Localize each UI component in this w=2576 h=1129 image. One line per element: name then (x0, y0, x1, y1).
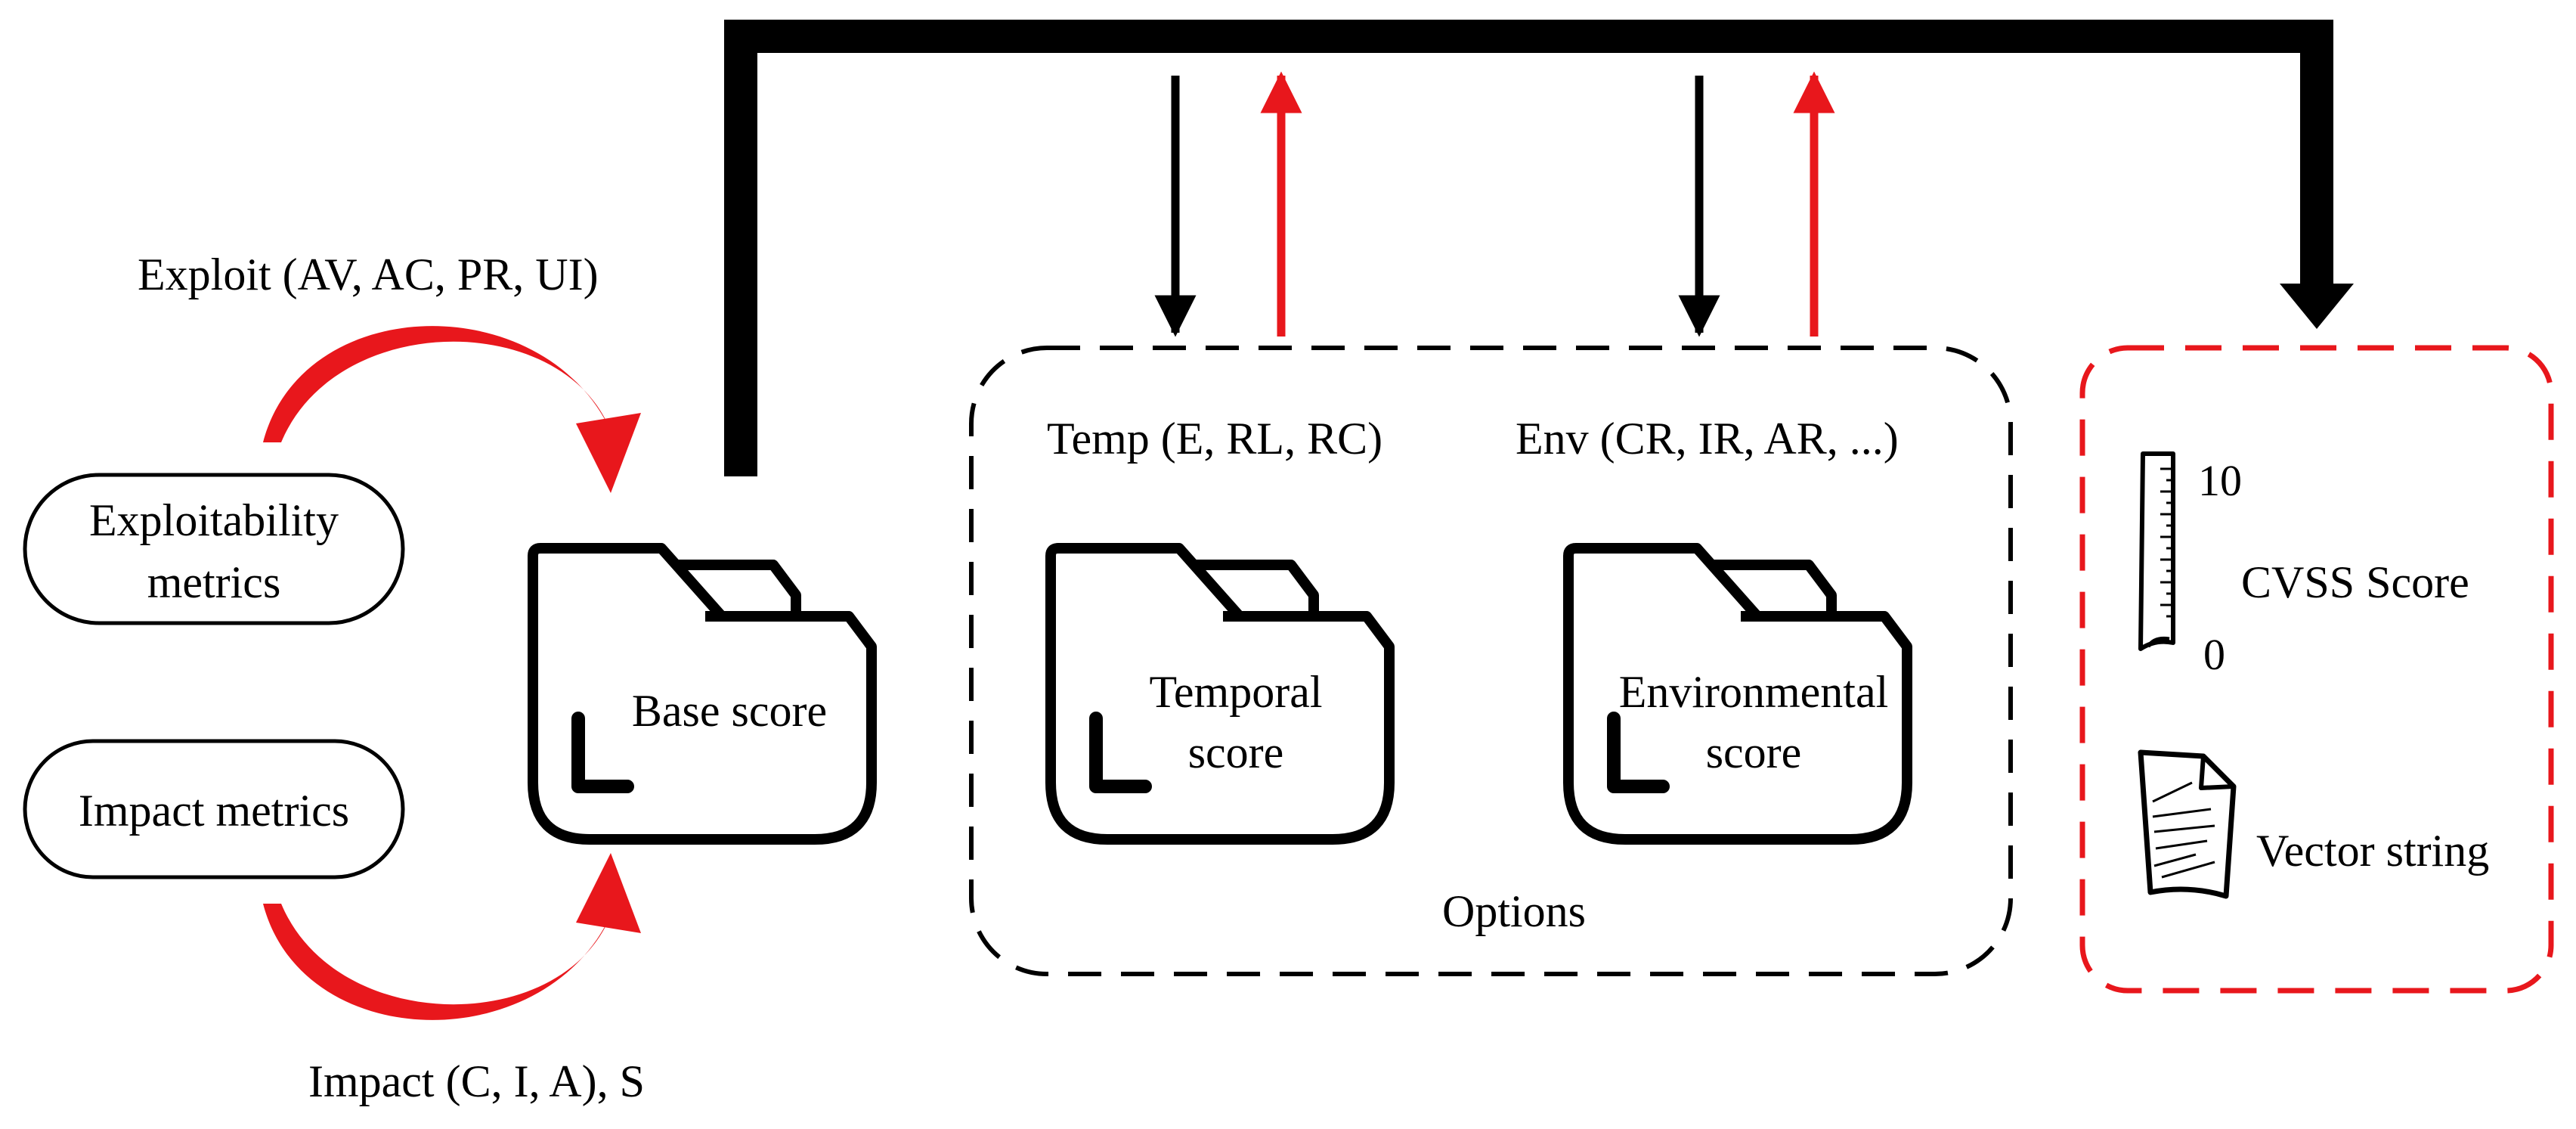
options-label: Options (1442, 886, 1586, 936)
cvss-score-label: CVSS Score (2241, 557, 2469, 607)
exploitability-label-line1: Exploitability (89, 495, 339, 545)
main-flow-arrow (724, 20, 2354, 476)
impact-label: Impact (C, I, A), S (308, 1056, 645, 1106)
temporal-label-line2: score (1188, 727, 1284, 777)
exploit-label: Exploit (AV, AC, PR, UI) (138, 250, 599, 299)
exploit-curved-arrow (263, 326, 641, 493)
base-score-label: Base score (632, 686, 827, 736)
env-label: Env (CR, IR, AR, ...) (1516, 414, 1899, 464)
exploitability-metrics-box: Exploitability metrics (23, 473, 405, 625)
document-icon (2138, 749, 2237, 899)
temp-label: Temp (E, RL, RC) (1047, 414, 1382, 464)
temporal-label-line1: Temporal (1149, 667, 1322, 717)
environmental-label-line2: score (1706, 727, 1802, 777)
environmental-score-folder: Environmental score (1568, 548, 1907, 839)
exploitability-label-line2: metrics (147, 557, 281, 607)
ruler-icon (2138, 451, 2175, 651)
vector-string-label: Vector string (2256, 826, 2489, 876)
cvss-output-box: 10 CVSS Score 0 Vector string (2079, 345, 2554, 994)
impact-metrics-label: Impact metrics (79, 786, 349, 836)
impact-metrics-box: Impact metrics (23, 739, 405, 879)
options-box: Temp (E, RL, RC) Env (CR, IR, AR, ...) T… (969, 346, 2013, 976)
environmental-label-line1: Environmental (1619, 667, 1889, 717)
impact-curved-arrow (263, 853, 641, 1020)
base-score-folder: Base score (533, 548, 872, 839)
temporal-score-folder: Temporal score (1051, 548, 1389, 839)
scale-max-label: 10 (2198, 456, 2242, 505)
scale-min-label: 0 (2203, 630, 2225, 679)
